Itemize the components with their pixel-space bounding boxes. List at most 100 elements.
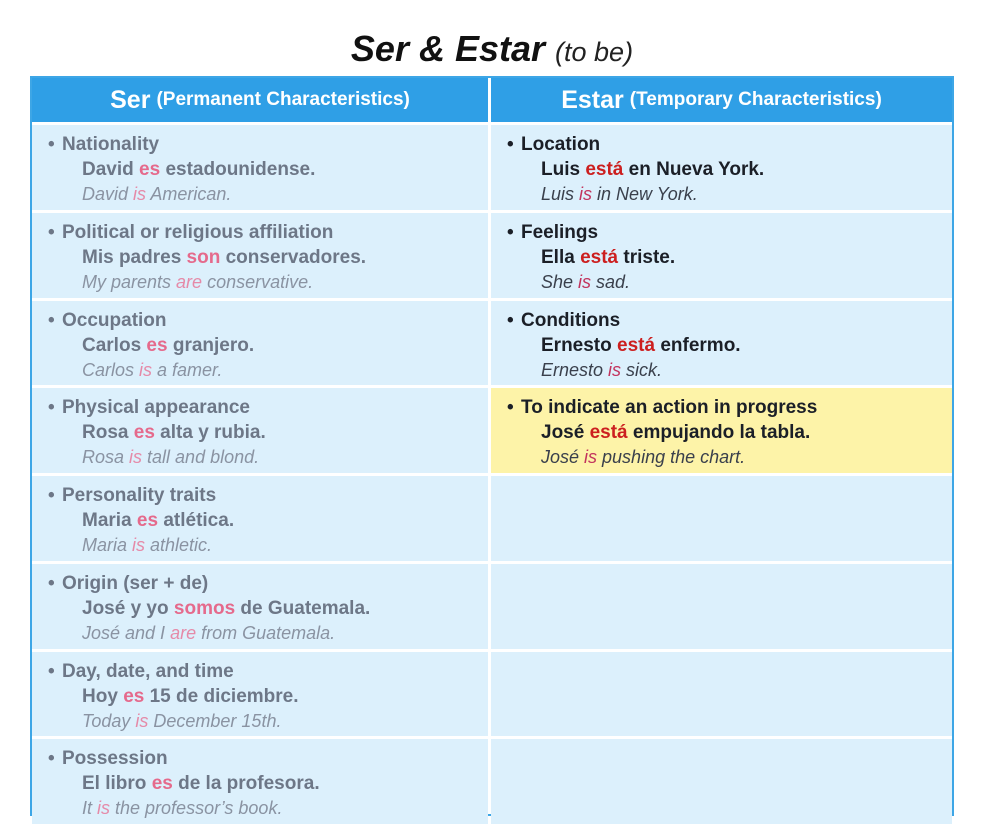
spanish-example: Carlos es granjero. — [48, 333, 488, 358]
english-text: conservative. — [202, 271, 314, 292]
english-verb: is — [578, 271, 592, 292]
bullet-icon: • — [48, 397, 55, 419]
ser-header-subtitle: (Permanent Characteristics) — [156, 89, 410, 110]
bullet-icon: • — [48, 748, 55, 770]
spanish-text: estadounidense. — [160, 159, 316, 180]
english-translation: José and I are from Guatemala. — [48, 621, 488, 645]
spanish-example: Ernesto está enfermo. — [507, 333, 952, 358]
english-verb: is — [608, 359, 622, 380]
category-label: •Political or religious affiliation — [48, 221, 488, 245]
spanish-verb: es — [139, 159, 161, 180]
spanish-verb: es — [133, 422, 155, 444]
spanish-verb: son — [186, 246, 221, 268]
spanish-text: alta y rubia. — [154, 422, 266, 444]
spanish-verb: es — [146, 334, 168, 356]
spanish-text: Ernesto — [541, 334, 618, 356]
english-text: a famer. — [152, 359, 223, 380]
spanish-text: granjero. — [167, 334, 255, 356]
category-label: • Origin (ser + de) — [48, 572, 488, 596]
spanish-example: David es estadounidense. — [48, 157, 488, 182]
english-text: She — [541, 271, 579, 292]
english-text: in New York. — [592, 184, 698, 204]
ser-cell: •Origin (ser + de)José y yo somos de Gua… — [32, 563, 488, 649]
spanish-verb: está — [617, 334, 656, 356]
english-translation: Maria is athletic. — [48, 533, 488, 557]
english-verb: are — [170, 622, 197, 643]
spanish-text: enfermo. — [655, 334, 741, 356]
english-verb: is — [129, 447, 143, 468]
english-text: the professor’s book. — [110, 798, 283, 819]
english-text: José — [541, 447, 585, 468]
estar-cell — [491, 476, 952, 561]
english-text: Maria — [82, 535, 133, 555]
bullet-icon: • — [507, 397, 514, 419]
english-text: José and I — [82, 622, 171, 643]
category-label: • Occupation — [48, 309, 488, 333]
spanish-text: empujando la tabla. — [627, 422, 811, 444]
category-text: To indicate an action in progress — [521, 397, 818, 419]
spanish-verb: está — [580, 246, 619, 268]
category-text: Conditions — [521, 309, 621, 331]
spanish-example: Mis padres son conservadores. — [48, 245, 488, 270]
bullet-icon: • — [48, 485, 55, 506]
category-label: •Day, date, and time — [48, 660, 488, 684]
bullet-icon: • — [48, 572, 55, 594]
spanish-text: de la profesora. — [172, 773, 320, 795]
bullet-icon: • — [507, 309, 514, 331]
category-text: Political or religious affiliation — [62, 221, 334, 243]
category-text: Nationality — [62, 134, 160, 155]
spanish-text: conservadores. — [220, 246, 367, 268]
spanish-verb: está — [589, 422, 628, 444]
english-translation: Today is December 15th. — [48, 709, 488, 733]
english-verb: is — [139, 359, 153, 380]
category-label: •Location — [507, 133, 952, 157]
english-text: tall and blond. — [142, 447, 260, 468]
english-text: It — [82, 798, 98, 819]
spanish-example: Maria es atlética. — [48, 508, 488, 533]
spanish-example: Ella está triste. — [507, 245, 952, 270]
estar-header: Estar (Temporary Characteristics) — [491, 78, 952, 122]
english-text: pushing the chart. — [597, 447, 746, 468]
english-verb: is — [584, 447, 598, 468]
english-translation: It is the professor’s book. — [48, 796, 488, 820]
category-text: Physical appearance — [62, 397, 250, 419]
category-label: •Personality traits — [48, 484, 488, 508]
estar-header-subtitle: (Temporary Characteristics) — [629, 89, 882, 110]
spanish-verb: es — [123, 685, 145, 707]
title-paren: (to be) — [555, 37, 634, 67]
spanish-example: José está empujando la tabla. — [507, 420, 952, 445]
spanish-text: Hoy — [82, 685, 124, 707]
category-text: Location — [521, 134, 601, 155]
category-text: Origin (ser + de) — [62, 572, 209, 594]
english-text: My parents — [82, 271, 177, 292]
spanish-text: en Nueva York. — [623, 159, 765, 180]
category-text: Occupation — [62, 309, 167, 331]
spanish-example: Hoy es 15 de diciembre. — [48, 684, 488, 709]
english-text: Rosa — [82, 447, 130, 468]
spanish-text: Maria — [82, 510, 137, 531]
spanish-text: Carlos — [82, 334, 147, 356]
category-label: • Physical appearance — [48, 396, 488, 420]
spanish-text: atlética. — [158, 510, 235, 531]
english-text: American. — [146, 184, 232, 204]
spanish-verb: somos — [173, 597, 236, 619]
english-translation: Carlos is a famer. — [48, 358, 488, 382]
english-translation: Rosa is tall and blond. — [48, 445, 488, 469]
bullet-icon: • — [48, 309, 55, 331]
spanish-example: Rosa es alta y rubia. — [48, 420, 488, 445]
english-text: Carlos — [82, 359, 140, 380]
english-text: sad. — [591, 271, 631, 292]
spanish-example: El libro es de la profesora. — [48, 771, 488, 796]
english-translation: She is sad. — [507, 270, 952, 294]
bullet-icon: • — [507, 221, 514, 243]
english-verb: is — [579, 184, 593, 204]
spanish-example: Luis está en Nueva York. — [507, 157, 952, 182]
english-text: Ernesto — [541, 359, 609, 380]
estar-cell — [491, 563, 952, 649]
